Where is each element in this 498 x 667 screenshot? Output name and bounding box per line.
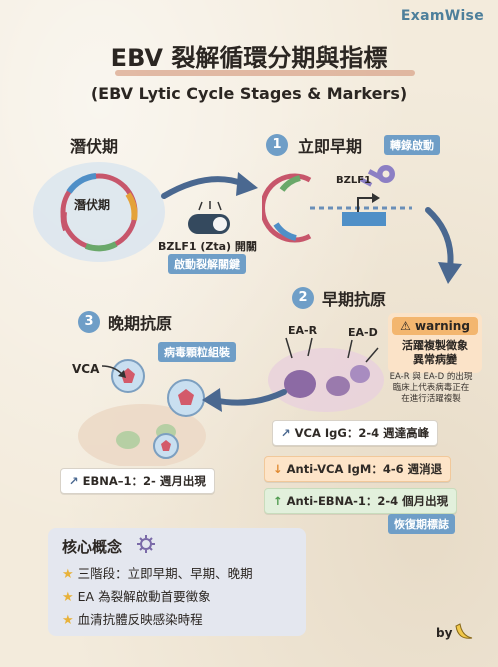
- warning-icon: ⚠: [400, 319, 411, 333]
- core-concepts-box: [48, 528, 306, 636]
- switch-tag: 啟動裂解關鍵: [168, 254, 246, 274]
- ea-d-label: EA-D: [348, 326, 378, 339]
- trend-up-arrow-icon: ↗: [69, 474, 79, 488]
- stage1-key-label: BZLF1: [336, 175, 372, 186]
- arrow-latent-to-stage1: [161, 172, 258, 199]
- stage2-cell-illustration: [268, 337, 384, 412]
- brand-logo-text: ExamWise: [400, 8, 484, 24]
- warning-note-line-3: 在進行活躍複製: [401, 394, 461, 404]
- summary-title: 核心概念: [62, 538, 123, 556]
- page-title: EBV 裂解循環分期與指標: [110, 44, 388, 72]
- summary-item: ★血清抗體反映感染時程: [62, 609, 203, 628]
- page-subtitle: (EBV Lytic Cycle Stages & Markers): [90, 84, 408, 103]
- stage3-number-badge: 3: [78, 311, 100, 333]
- vca-igg-text: VCA IgG：2-4 週達高峰: [294, 426, 430, 440]
- latent-cloud-illustration: [33, 162, 165, 262]
- banana-icon: [455, 623, 473, 639]
- star-icon: ★: [62, 567, 74, 582]
- warning-note-line-2: 臨床上代表病毒正在: [392, 383, 470, 393]
- virion-icon-1: [111, 359, 145, 393]
- summary-item: ★EA 為裂解啟動首要徵象: [62, 586, 211, 605]
- title-underline: [115, 70, 415, 76]
- virus-gear-icon: [137, 535, 155, 553]
- stage1-heading: 立即早期: [298, 137, 363, 156]
- vca-label: VCA: [72, 362, 100, 376]
- warning-header-text: warning: [415, 319, 470, 333]
- stage3-virion-illustration: [78, 359, 206, 466]
- warning-line-2: 異常病變: [413, 353, 457, 366]
- stage1-tag: 轉錄啟動: [384, 135, 440, 155]
- warning-header: ⚠ warning: [392, 317, 478, 335]
- stage2-number-badge: 2: [292, 287, 314, 309]
- virion-icon-3: [153, 433, 179, 459]
- stage3-heading: 晚期抗原: [108, 314, 173, 333]
- stage1-number-badge: 1: [266, 134, 288, 156]
- switch-label: BZLF1 (Zta) 開關: [158, 240, 257, 253]
- anti-vca-igm-text: Anti-VCA IgM：4-6 週消退: [286, 462, 443, 476]
- recovery-tag: 恢復期標誌: [388, 514, 455, 534]
- stage2-heading: 早期抗原: [322, 290, 387, 309]
- latent-heading: 潛伏期: [70, 137, 119, 156]
- anti-ebna1-text: Anti-EBNA-1：2-4 個月出現: [286, 494, 449, 508]
- warning-note: EA-R 與 EA-D 的出現 臨床上代表病毒正在 在進行活躍複製: [382, 372, 480, 405]
- star-icon: ★: [62, 613, 74, 628]
- warning-line-1: 活躍複製徵象: [402, 339, 468, 352]
- signature-text: by: [436, 626, 453, 640]
- summary-item-text: EA 為裂解啟動首要徵象: [77, 589, 211, 604]
- anti-vca-igm-marker: ↓ Anti-VCA IgM：4-6 週消退: [264, 456, 452, 482]
- stage1-dna-key-illustration: [262, 165, 412, 243]
- stage3-tag: 病毒顆粒組裝: [158, 342, 236, 362]
- down-arrow-icon: ↓: [273, 462, 283, 476]
- vca-igg-marker: ↗ VCA IgG：2-4 週達高峰: [272, 420, 439, 446]
- arrow-stage1-to-stage2: [425, 207, 462, 284]
- arrow-stage2-to-stage3: [202, 388, 287, 412]
- summary-item-text: 血清抗體反映感染時程: [77, 612, 203, 627]
- anti-ebna1-marker: ↑ Anti-EBNA-1：2-4 個月出現: [264, 488, 458, 514]
- vca-pointer-arrow: [101, 365, 126, 378]
- virion-icon-2: [167, 379, 205, 417]
- ea-r-label: EA-R: [288, 324, 318, 337]
- ebna1-marker: ↗ EBNA–1：2- 週月出現: [60, 468, 215, 494]
- summary-item: ★三階段：立即早期、早期、晚期: [62, 563, 253, 582]
- trend-up-arrow-icon: ↗: [281, 426, 291, 440]
- bzlf1-switch-icon: [188, 201, 230, 234]
- ebna1-text: EBNA–1：2- 週月出現: [82, 474, 206, 488]
- up-arrow-icon: ↑: [273, 494, 283, 508]
- latent-circle-label: 潛伏期: [74, 198, 111, 212]
- warning-note-line-1: EA-R 與 EA-D 的出現: [389, 372, 473, 382]
- summary-item-text: 三階段：立即早期、早期、晚期: [77, 566, 253, 581]
- warning-box: ⚠ warning 活躍複製徵象 異常病變: [388, 313, 482, 373]
- star-icon: ★: [62, 590, 74, 605]
